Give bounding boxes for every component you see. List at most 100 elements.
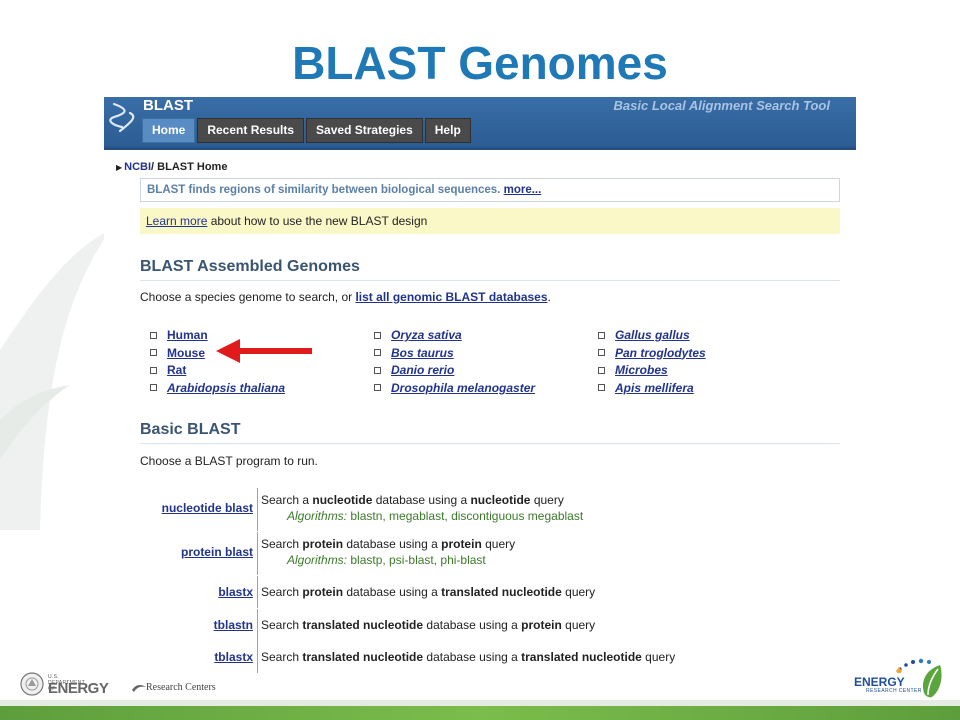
genome-link-oryza-sativa[interactable]: Oryza sativa [391, 328, 462, 342]
square-bullet-icon [150, 366, 157, 374]
tab-saved-strategies[interactable]: Saved Strategies [306, 118, 423, 143]
app-tagline: Basic Local Alignment Search Tool [613, 98, 830, 113]
doe-big-text: ENERGY [48, 680, 109, 697]
genome-link-rat[interactable]: Rat [167, 363, 187, 377]
algorithms-label: Algorithms: [287, 509, 348, 523]
description-text: query [561, 585, 596, 599]
genome-list-item: Bos taurus [366, 346, 535, 364]
genome-link-arabidopsis-thaliana[interactable]: Arabidopsis thaliana [167, 380, 286, 395]
description-emphasis: nucleotide [312, 493, 373, 507]
algorithms-list: blastn, megablast, discontiguous megabla… [347, 509, 584, 523]
program-algorithms: Algorithms: blastn, megablast, discontig… [287, 509, 583, 523]
algorithms-label: Algorithms: [287, 553, 348, 567]
column-divider [257, 532, 258, 575]
genome-link-human[interactable]: Human [167, 328, 208, 342]
column-divider [257, 609, 258, 641]
square-bullet-icon [374, 349, 381, 357]
breadcrumb: ▶NCBI/ BLAST Home [116, 161, 227, 173]
tab-help[interactable]: Help [424, 118, 471, 143]
research-centers-logo: Research Centers [132, 682, 216, 693]
erc-energy-text: ENERGY [854, 675, 905, 689]
square-bullet-icon [150, 349, 157, 357]
square-bullet-icon [150, 331, 157, 339]
triangle-right-icon: ▶ [116, 163, 123, 172]
description-emphasis: translated nucleotide [302, 650, 424, 664]
program-link-tblastn[interactable]: tblastn [213, 618, 253, 632]
program-name-cell: tblastx [140, 650, 253, 664]
info-box: BLAST finds regions of similarity betwee… [140, 178, 840, 202]
genomes-intro: Choose a species genome to search, or li… [140, 290, 551, 304]
algorithms-list: blastp, psi-blast, phi-blast [347, 553, 486, 567]
genome-link-drosophila-melanogaster[interactable]: Drosophila melanogaster [391, 380, 536, 395]
description-text: query [561, 618, 596, 632]
description-text: Search [261, 650, 303, 664]
dna-helix-icon[interactable] [108, 101, 136, 135]
genome-link-gallus-gallus[interactable]: Gallus gallus [615, 328, 690, 342]
background-swoosh [0, 230, 110, 530]
genomes-intro-end: . [547, 290, 551, 304]
program-description: Search a nucleotide database using a nuc… [261, 493, 564, 507]
breadcrumb-separator: / [151, 161, 155, 173]
basic-blast-heading: Basic BLAST [140, 421, 840, 444]
footer-band [0, 706, 960, 720]
description-text: query [641, 650, 676, 664]
genome-list-item: Drosophila melanogaster [366, 381, 535, 399]
genomes-heading: BLAST Assembled Genomes [140, 258, 840, 281]
description-emphasis: protein [302, 537, 344, 551]
program-name-cell: nucleotide blast [140, 501, 253, 515]
program-description: Search protein database using a translat… [261, 585, 595, 599]
description-emphasis: protein [302, 585, 344, 599]
column-divider [257, 488, 258, 531]
genome-list-item: Oryza sativa [366, 328, 535, 346]
program-link-tblastx[interactable]: tblastx [214, 650, 253, 664]
genomes-intro-text: Choose a species genome to search, or [140, 290, 356, 304]
genome-link-bos-taurus[interactable]: Bos taurus [391, 345, 454, 360]
square-bullet-icon [598, 331, 605, 339]
tab-home[interactable]: Home [142, 118, 196, 143]
genome-link-mouse[interactable]: Mouse [167, 345, 206, 360]
genome-list-item: Gallus gallus [590, 328, 706, 346]
square-bullet-icon [374, 331, 381, 339]
genome-link-apis-mellifera[interactable]: Apis mellifera [615, 380, 694, 395]
genome-list-item: Apis mellifera [590, 381, 706, 399]
genome-link-microbes[interactable]: Microbes [615, 363, 668, 377]
app-name[interactable]: BLAST [143, 97, 193, 114]
description-emphasis: translated nucleotide [302, 618, 424, 632]
list-genomic-databases-link[interactable]: list all genomic BLAST databases [355, 290, 548, 304]
more-link[interactable]: more... [503, 184, 542, 196]
learn-more-banner: Learn more about how to use the new BLAS… [140, 208, 840, 234]
tab-recent-results[interactable]: Recent Results [197, 118, 305, 143]
square-bullet-icon [598, 366, 605, 374]
description-emphasis: translated nucleotide [441, 585, 562, 599]
program-link-blastx[interactable]: blastx [218, 585, 253, 599]
genome-list-item: Microbes [590, 363, 706, 381]
program-name-cell: blastx [140, 585, 253, 599]
learn-more-text: about how to use the new BLAST design [207, 214, 428, 228]
learn-more-link[interactable]: Learn more [146, 214, 208, 228]
genome-list-item: Rat [142, 363, 285, 381]
program-name-cell: tblastn [140, 618, 253, 632]
red-arrow-left-icon [216, 339, 312, 363]
square-bullet-icon [374, 384, 381, 392]
blast-page: BLAST Basic Local Alignment Search Tool … [104, 97, 856, 681]
column-divider [257, 576, 258, 608]
square-bullet-icon [150, 384, 157, 392]
program-link-protein-blast[interactable]: protein blast [180, 545, 253, 559]
genome-link-danio-rerio[interactable]: Danio rerio [391, 363, 455, 377]
breadcrumb-ncbi-link[interactable]: NCBI [124, 161, 152, 173]
doe-seal-icon [20, 672, 44, 696]
basic-blast-intro: Choose a BLAST program to run. [140, 454, 318, 468]
square-bullet-icon [598, 384, 605, 392]
program-description: Search protein database using a protein … [261, 537, 515, 551]
program-name-cell: protein blast [140, 545, 253, 559]
genome-list-item: Danio rerio [366, 363, 535, 381]
description-text: query [530, 493, 564, 507]
program-link-nucleotide-blast[interactable]: nucleotide blast [161, 501, 253, 515]
genome-link-pan-troglodytes[interactable]: Pan troglodytes [615, 345, 706, 360]
info-text: BLAST finds regions of similarity betwee… [147, 184, 501, 196]
description-emphasis: nucleotide [470, 493, 531, 507]
description-text: database using a [423, 650, 522, 664]
